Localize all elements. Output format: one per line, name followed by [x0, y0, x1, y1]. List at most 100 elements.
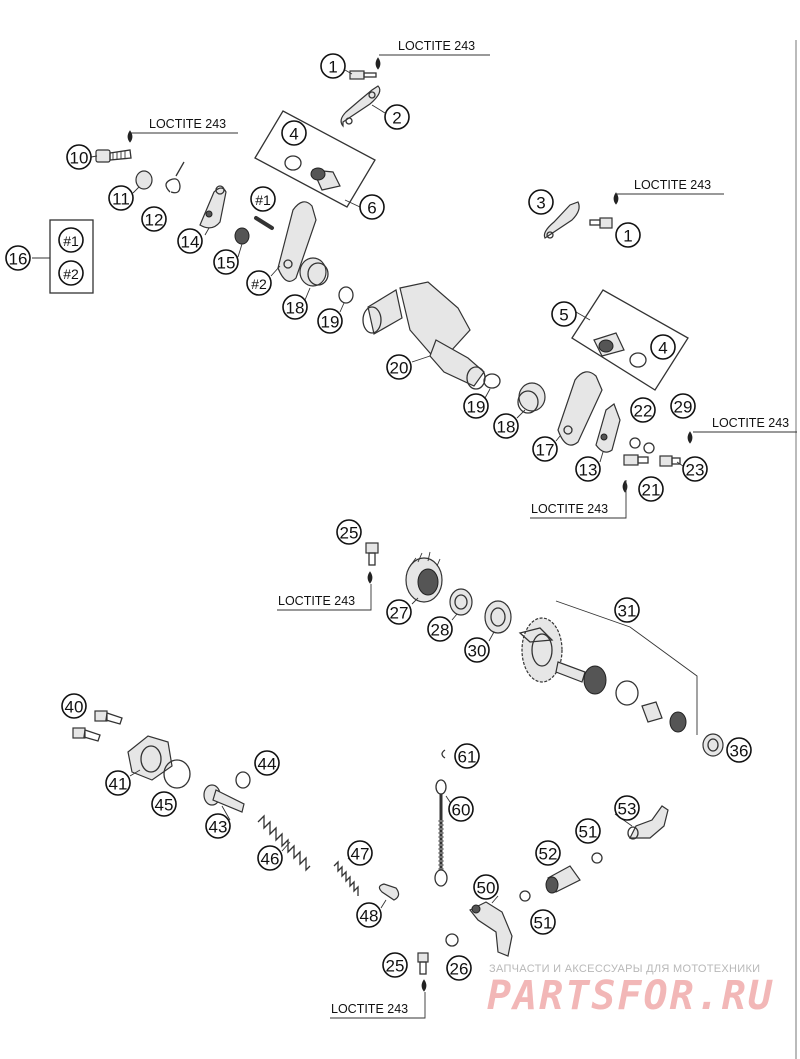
spring-47	[333, 860, 359, 896]
callout-number: 41	[109, 775, 128, 794]
washer-51-top	[591, 852, 603, 864]
box-5-4	[571, 289, 689, 391]
box-4-6	[254, 110, 376, 208]
callout-number: 40	[65, 698, 84, 717]
callout-14: 14	[177, 228, 203, 254]
screw-23	[659, 455, 681, 467]
callout-number: 1	[623, 227, 632, 246]
callout-number: 61	[458, 748, 477, 767]
callout-12: 12	[141, 206, 167, 232]
loctite-note: LOCTITE 243	[531, 502, 608, 516]
freewheel-27	[405, 551, 443, 603]
callout-44: 44	[254, 750, 280, 776]
callout-number: 36	[730, 742, 749, 761]
callout-number: 3	[536, 194, 545, 213]
loctite-note: LOCTITE 243	[712, 416, 789, 430]
group-box-16	[32, 219, 94, 294]
callout-number: 10	[70, 149, 89, 168]
callout-13: 13	[575, 456, 601, 482]
bracket-2-top	[340, 85, 381, 128]
callout-number: 25	[340, 524, 359, 543]
callout-number: 52	[539, 845, 558, 864]
callout-number: 50	[477, 879, 496, 898]
bracket-13	[595, 403, 621, 453]
shaft-20	[362, 281, 486, 390]
washer-26	[445, 933, 459, 947]
roller-52	[545, 865, 581, 894]
callout-number: 60	[452, 801, 471, 820]
washer-11	[135, 170, 153, 190]
bearing-36	[702, 733, 724, 757]
callout-number: 6	[367, 199, 376, 218]
callout-40: 40	[61, 693, 87, 719]
callout-number: 2	[392, 109, 401, 128]
o-ring-44	[235, 771, 251, 789]
callout-19: 19	[463, 393, 489, 419]
loctite-note: LOCTITE 243	[634, 178, 711, 192]
callout-number: 46	[261, 850, 280, 869]
callout-4: 4	[281, 120, 307, 146]
washer-15	[234, 227, 250, 245]
callout-hash-2: #2	[246, 270, 272, 296]
callout-6: 6	[359, 194, 385, 220]
pin-1	[254, 216, 274, 230]
bracket-14	[199, 187, 227, 229]
callout-15: 15	[213, 249, 239, 275]
callout-3: 3	[528, 189, 554, 215]
callout-number: 43	[209, 818, 228, 837]
loctite-underlines	[131, 54, 797, 1019]
bearing-30	[484, 600, 512, 634]
callout-17: 17	[532, 436, 558, 462]
callout-30: 30	[464, 637, 490, 663]
callout-hash-2: #2	[58, 260, 84, 286]
callout-53: 53	[614, 795, 640, 821]
lever-17	[557, 371, 603, 446]
callout-16: 16	[5, 245, 31, 271]
callout-number: 29	[674, 398, 693, 417]
callout-number: 22	[634, 402, 653, 421]
callout-number: 44	[258, 755, 277, 774]
callout-number: 5	[559, 306, 568, 325]
lever-50	[469, 901, 513, 957]
callout-number: 11	[112, 190, 130, 209]
callout-2: 2	[384, 104, 410, 130]
callout-number: 15	[217, 254, 236, 273]
callout-25: 25	[382, 952, 408, 978]
callout-number: 12	[145, 211, 164, 230]
callout-27: 27	[386, 599, 412, 625]
callout-number: 27	[390, 604, 409, 623]
bracket-3	[543, 201, 580, 239]
callout-5: 5	[551, 301, 577, 327]
callout-28: 28	[427, 616, 453, 642]
spring-46	[257, 814, 311, 872]
callout-21: 21	[638, 476, 664, 502]
leader-lines	[90, 69, 684, 909]
callout-number: 20	[390, 359, 409, 378]
callout-number: 28	[431, 621, 450, 640]
callout-41: 41	[105, 770, 131, 796]
callout-labels: 124610111214#115#216#1#21819315420191822…	[5, 53, 752, 981]
callout-25: 25	[336, 519, 362, 545]
screws-40	[72, 710, 123, 742]
callout-1: 1	[615, 222, 641, 248]
bearing-28	[449, 588, 473, 616]
o-ring-19-left	[338, 286, 354, 304]
callout-number: #1	[255, 192, 271, 208]
part-drawings	[32, 54, 797, 1019]
washer-22	[629, 437, 641, 449]
callout-18: 18	[282, 294, 308, 320]
callout-19: 19	[317, 308, 343, 334]
callout-number: 17	[536, 441, 555, 460]
callout-23: 23	[682, 456, 708, 482]
screw-21	[623, 454, 649, 466]
callout-number: 45	[155, 796, 174, 815]
loctite-note: LOCTITE 243	[331, 1002, 408, 1016]
callout-number: 23	[686, 461, 705, 480]
callout-22: 22	[630, 397, 656, 423]
o-ring-45	[163, 759, 191, 789]
callout-36: 36	[726, 737, 752, 763]
callout-47: 47	[347, 840, 373, 866]
callout-18: 18	[493, 413, 519, 439]
callout-number: 4	[289, 125, 298, 144]
